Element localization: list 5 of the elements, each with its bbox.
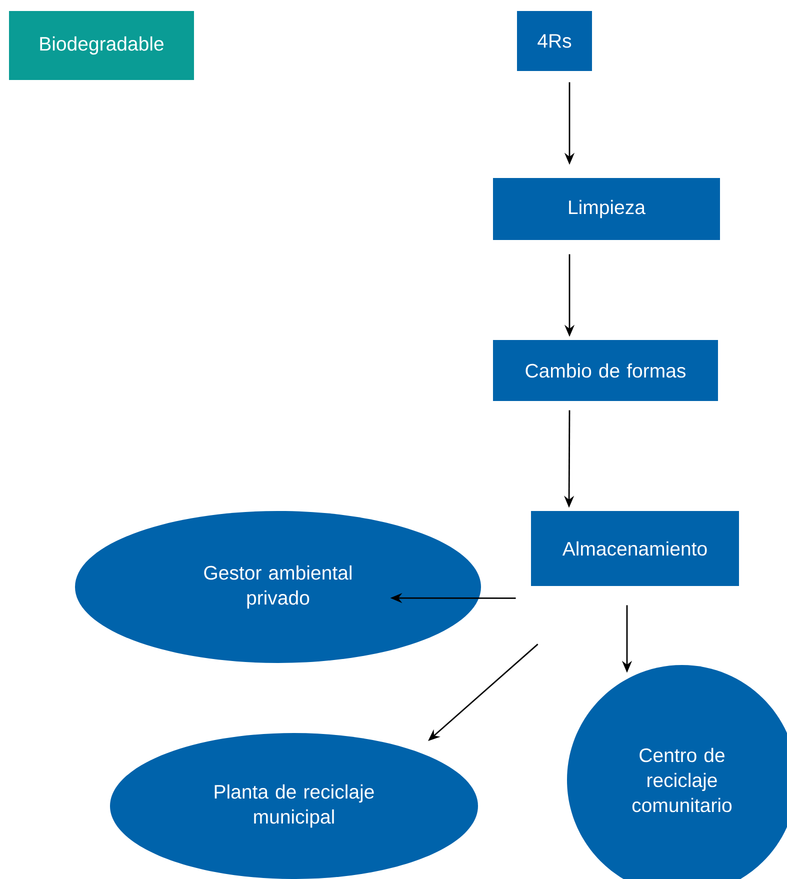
process-box: Limpieza bbox=[493, 178, 720, 240]
process-box: Cambio de formas bbox=[493, 340, 718, 401]
label-box: Biodegradable bbox=[9, 11, 194, 80]
process-box: 4Rs bbox=[517, 11, 592, 71]
process-box: Almacenamiento bbox=[531, 511, 739, 586]
